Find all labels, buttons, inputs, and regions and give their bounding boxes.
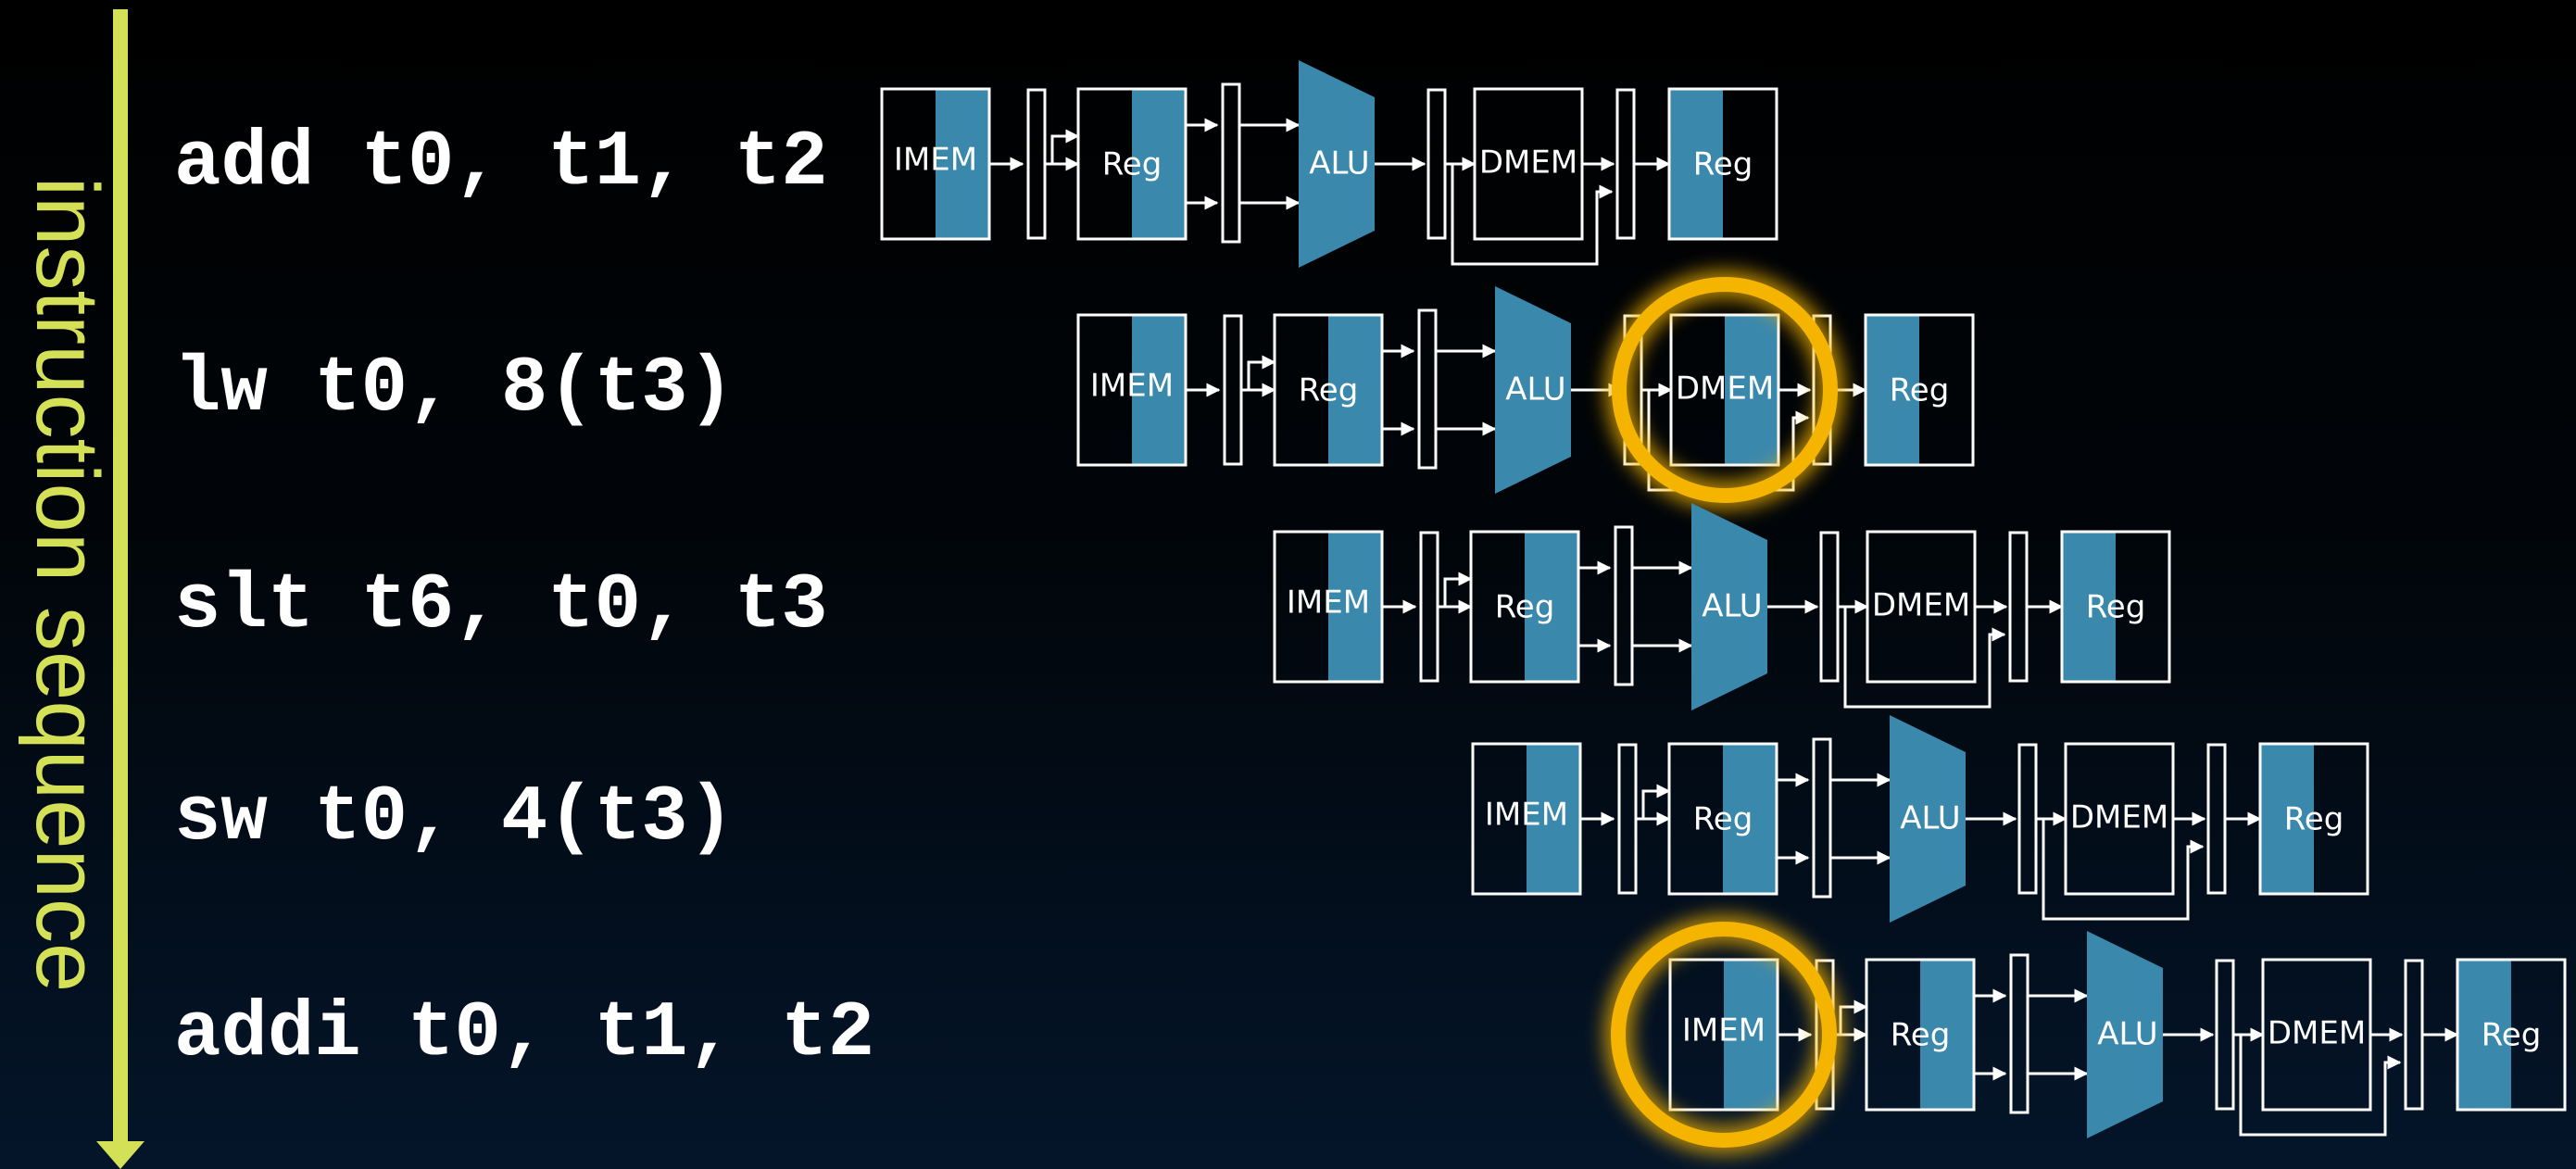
wire bbox=[2239, 1035, 2402, 1137]
reg-read-fill bbox=[1920, 960, 1974, 1110]
pipeline-register bbox=[1223, 314, 1243, 466]
reg-write-label: Reg bbox=[1693, 146, 1753, 183]
dmem-label: DMEM bbox=[2070, 799, 2168, 836]
reg-write-fill bbox=[1669, 89, 1723, 239]
reg-read-label: Reg bbox=[1299, 372, 1359, 409]
reg-read-fill bbox=[1525, 532, 1578, 682]
pipeline-register bbox=[1221, 82, 1241, 244]
pipeline-register bbox=[2206, 743, 2227, 895]
wire bbox=[2042, 819, 2205, 921]
reg-write-block bbox=[2060, 530, 2171, 684]
pipeline-row-3: IMEM Reg ALU DMEM Reg bbox=[1273, 503, 2171, 710]
wire bbox=[1050, 129, 1080, 164]
pipeline-register bbox=[1615, 88, 1636, 240]
imem-fill bbox=[936, 89, 989, 239]
reg-write-block bbox=[2258, 742, 2369, 896]
reg-write-label: Reg bbox=[1890, 372, 1950, 409]
reg-read-block bbox=[1273, 313, 1384, 467]
pipeline-register bbox=[1026, 88, 1047, 240]
sequence-arrow bbox=[96, 9, 145, 1169]
reg-write-block bbox=[1667, 87, 1778, 241]
instruction-2: lw t0, 8(t3) bbox=[174, 346, 735, 434]
alu-label: ALU bbox=[1702, 588, 1762, 625]
reg-write-label: Reg bbox=[2284, 801, 2344, 838]
pipeline-register bbox=[1417, 308, 1438, 470]
reg-write-fill bbox=[1866, 315, 1919, 465]
reg-read-block bbox=[1469, 530, 1580, 684]
reg-read-fill bbox=[1328, 315, 1382, 465]
alu-label: ALU bbox=[1505, 371, 1565, 409]
reg-write-fill bbox=[2260, 744, 2314, 894]
instruction-1: add t0, t1, t2 bbox=[174, 119, 828, 207]
imem-fill bbox=[1132, 315, 1186, 465]
dmem-fill bbox=[1725, 315, 1778, 465]
pipeline-register bbox=[1614, 525, 1634, 686]
imem-label: IMEM bbox=[894, 142, 977, 179]
imem-fill bbox=[1527, 744, 1580, 894]
alu-block bbox=[1299, 60, 1375, 268]
pipeline-register bbox=[1819, 531, 1840, 683]
alu-label: ALU bbox=[2097, 1016, 2157, 1053]
reg-read-block bbox=[1667, 742, 1778, 896]
dmem-label: DMEM bbox=[2268, 1015, 2366, 1052]
reg-write-block bbox=[2456, 958, 2567, 1112]
pipeline-register bbox=[2017, 743, 2038, 895]
reg-write-fill bbox=[2457, 960, 2511, 1110]
pipeline-register bbox=[2008, 531, 2029, 683]
alu-block bbox=[1495, 286, 1571, 494]
instruction-4: sw t0, 4(t3) bbox=[174, 774, 735, 862]
reg-read-label: Reg bbox=[1102, 146, 1162, 183]
dmem-label: DMEM bbox=[1479, 145, 1577, 182]
reg-read-fill bbox=[1132, 89, 1186, 239]
imem-fill bbox=[1724, 960, 1778, 1110]
highlight-ring-dmem bbox=[1605, 270, 1844, 509]
reg-read-fill bbox=[1723, 744, 1777, 894]
dmem-label: DMEM bbox=[1676, 371, 1774, 408]
reg-read-label: Reg bbox=[1693, 801, 1753, 838]
wire bbox=[1451, 164, 1614, 266]
wire bbox=[1247, 355, 1276, 390]
dmem-label: DMEM bbox=[1872, 587, 1970, 624]
imem-label: IMEM bbox=[1485, 797, 1568, 834]
reg-write-fill bbox=[2062, 532, 2116, 682]
instruction-3: slt t6, t0, t3 bbox=[174, 562, 828, 650]
reg-write-label: Reg bbox=[2482, 1017, 2542, 1054]
reg-read-block bbox=[1076, 87, 1187, 241]
alu-label: ALU bbox=[1900, 800, 1960, 837]
alu-block bbox=[1691, 503, 1767, 710]
pipeline-register bbox=[1426, 88, 1447, 240]
pipeline-register bbox=[1812, 737, 1832, 899]
imem-label: IMEM bbox=[1287, 584, 1370, 622]
reg-read-label: Reg bbox=[1891, 1017, 1951, 1054]
wire bbox=[1839, 999, 1868, 1035]
alu-block bbox=[1890, 715, 1966, 923]
instruction-5: addi t0, t1, t2 bbox=[174, 990, 875, 1078]
imem-label: IMEM bbox=[1090, 368, 1174, 405]
pipeline-register bbox=[2404, 959, 2424, 1111]
reg-read-label: Reg bbox=[1495, 589, 1555, 626]
pipeline-register bbox=[2215, 959, 2235, 1111]
pipeline-row-4: IMEM Reg ALU DMEM Reg bbox=[1471, 715, 2369, 923]
pipeline-register bbox=[1617, 743, 1638, 895]
reg-write-label: Reg bbox=[2086, 589, 2146, 626]
imem-label: IMEM bbox=[1682, 1012, 1766, 1050]
wire bbox=[1641, 784, 1671, 819]
highlight-ring-imem bbox=[1604, 915, 1843, 1154]
pipeline-register bbox=[1419, 531, 1439, 683]
pipeline-row-1: IMEM Reg ALU DMEM Reg bbox=[880, 60, 1778, 268]
pipeline-row-5: IMEM Reg ALU DMEM Reg bbox=[1604, 915, 2567, 1154]
axis-label: instruction sequence bbox=[18, 176, 117, 993]
alu-label: ALU bbox=[1309, 145, 1369, 182]
imem-fill bbox=[1328, 532, 1382, 682]
pipeline-row-2: IMEM Reg ALU DMEM Reg bbox=[1076, 270, 1975, 509]
pipeline-register bbox=[2009, 953, 2029, 1114]
wire bbox=[1843, 607, 2006, 709]
alu-block bbox=[2087, 931, 2163, 1138]
reg-read-block bbox=[1865, 958, 1976, 1112]
wire bbox=[1443, 572, 1473, 607]
reg-write-block bbox=[1864, 313, 1975, 467]
